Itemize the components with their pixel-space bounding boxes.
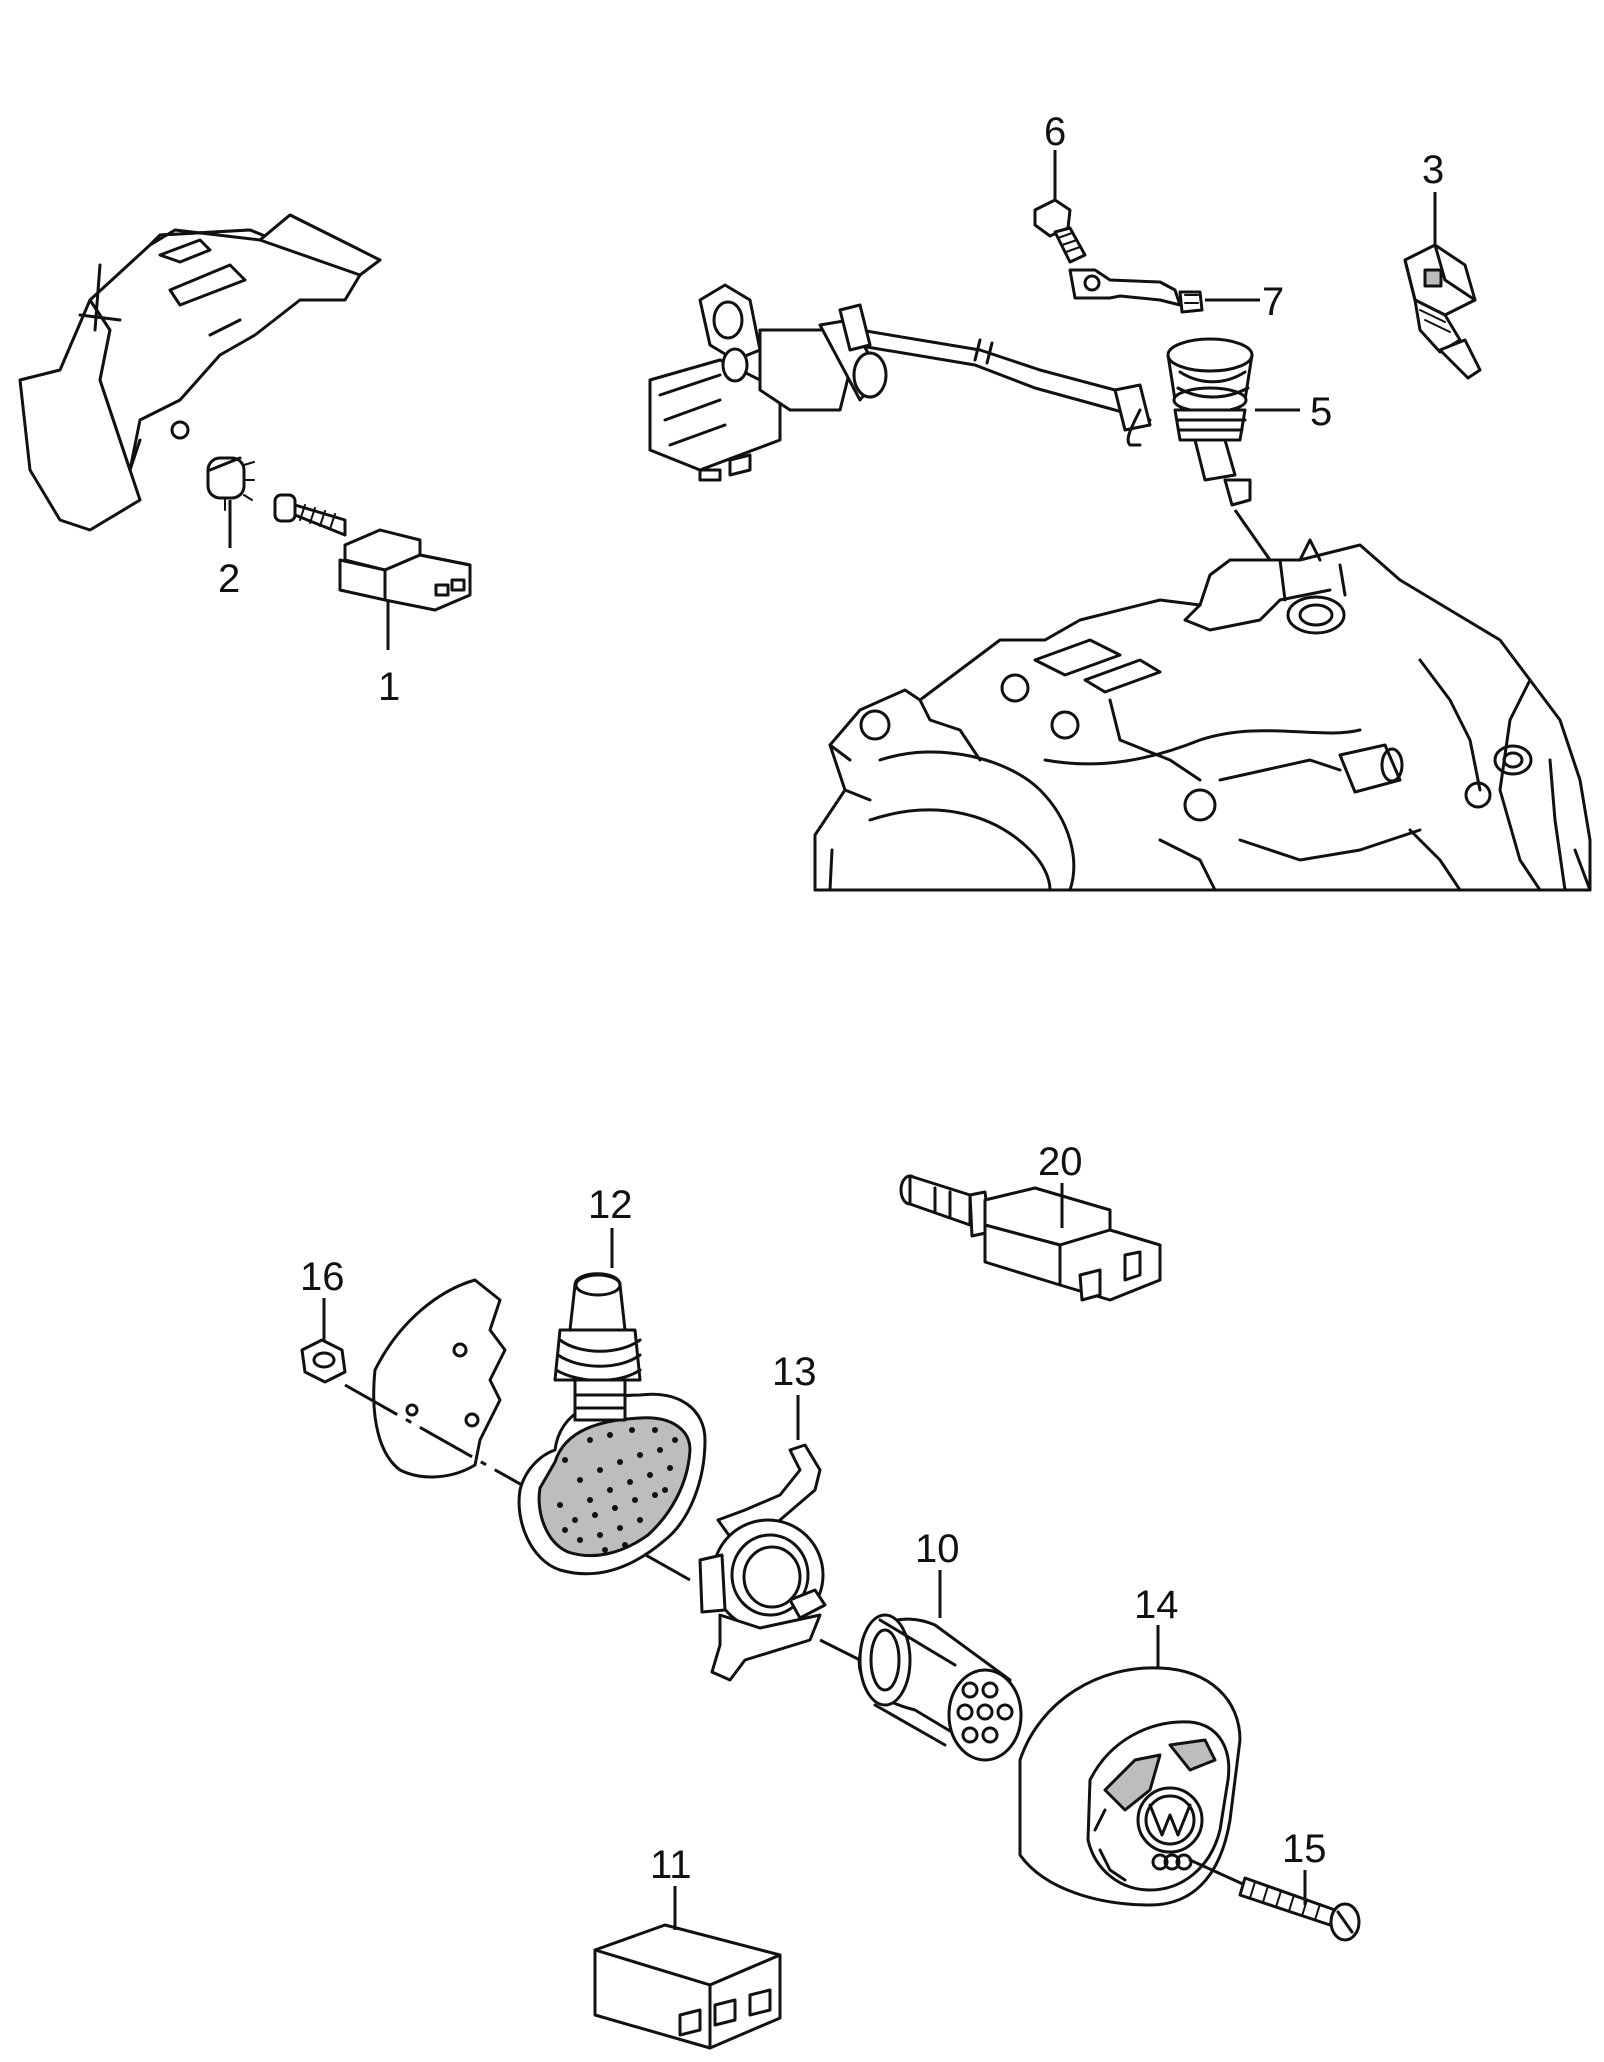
bolt-6	[1033, 198, 1087, 264]
harness-5	[648, 283, 1254, 507]
switch-1	[273, 493, 472, 612]
clip-2	[206, 456, 255, 511]
holder-13	[698, 1443, 827, 1682]
label-part-2: 2	[218, 557, 240, 601]
label-part-12: 12	[588, 1183, 633, 1227]
screw-15	[1188, 1858, 1361, 1942]
connector-10	[857, 1613, 1023, 1762]
nut-16	[300, 1338, 347, 1384]
diaphragm-12	[517, 1272, 707, 1576]
sensor-3	[1403, 243, 1482, 380]
label-part-11: 11	[650, 1843, 692, 1887]
label-part-6: 6	[1044, 110, 1066, 154]
label-part-15: 15	[1282, 1827, 1327, 1871]
connector-pins	[956, 1681, 1014, 1744]
label-part-16: 16	[300, 1255, 345, 1299]
label-part-1: 1	[378, 665, 400, 709]
bracket-7	[1068, 268, 1204, 314]
label-part-7: 7	[1262, 280, 1284, 324]
relay-11	[593, 1923, 782, 2050]
diaphragm-dots	[557, 1427, 678, 1553]
pedal-bracket	[18, 213, 382, 532]
label-part-10: 10	[915, 1527, 960, 1571]
mounting-plate	[372, 1278, 507, 1479]
switch-20	[899, 1174, 1162, 1302]
label-part-14: 14	[1134, 1583, 1179, 1627]
label-part-13: 13	[772, 1350, 817, 1394]
label-part-5: 5	[1310, 390, 1332, 434]
gearbox-housing	[813, 538, 1592, 892]
cover-14	[1018, 1666, 1242, 1907]
label-part-3: 3	[1422, 148, 1444, 192]
label-part-20: 20	[1038, 1140, 1083, 1184]
